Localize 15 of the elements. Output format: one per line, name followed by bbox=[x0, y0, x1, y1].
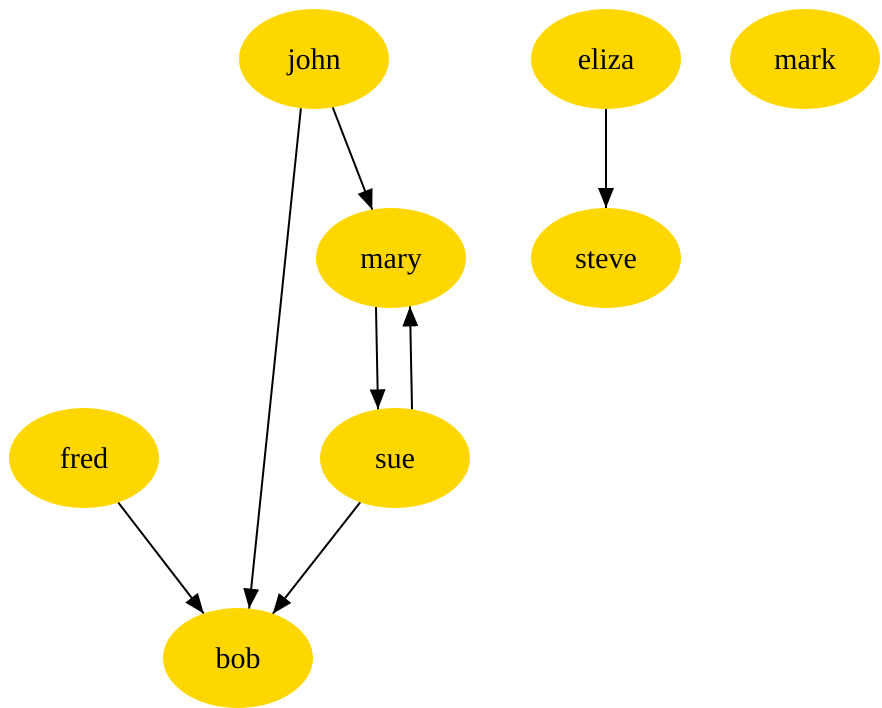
arrow bbox=[243, 108, 302, 609]
arrow bbox=[272, 502, 362, 614]
node-label: eliza bbox=[578, 42, 634, 78]
arrow bbox=[117, 502, 205, 614]
node-label: bob bbox=[216, 640, 260, 676]
arrow bbox=[332, 107, 374, 210]
node-label: sue bbox=[375, 440, 415, 476]
arrow bbox=[370, 306, 386, 410]
node-label: steve bbox=[575, 240, 637, 276]
node-label: fred bbox=[60, 440, 108, 476]
node-label: mark bbox=[774, 42, 836, 78]
node-label: mary bbox=[360, 240, 422, 276]
arrow bbox=[598, 109, 614, 208]
arrow bbox=[402, 306, 418, 410]
node-label: john bbox=[287, 42, 341, 78]
